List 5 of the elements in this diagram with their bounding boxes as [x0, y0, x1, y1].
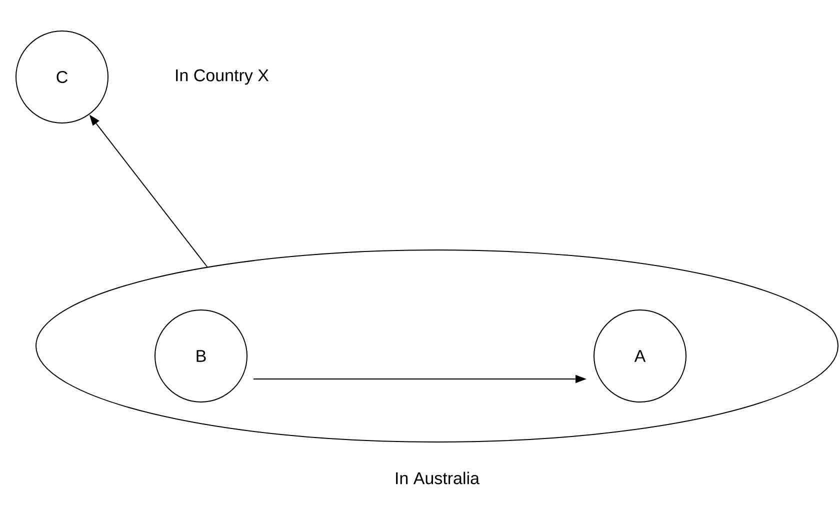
- circle-node: C: [16, 30, 108, 124]
- side-label: In Country X: [176, 69, 269, 85]
- circle-node: A: [594, 310, 686, 402]
- circle-node: B: [154, 310, 248, 402]
- region-label: In Australia: [396, 472, 480, 484]
